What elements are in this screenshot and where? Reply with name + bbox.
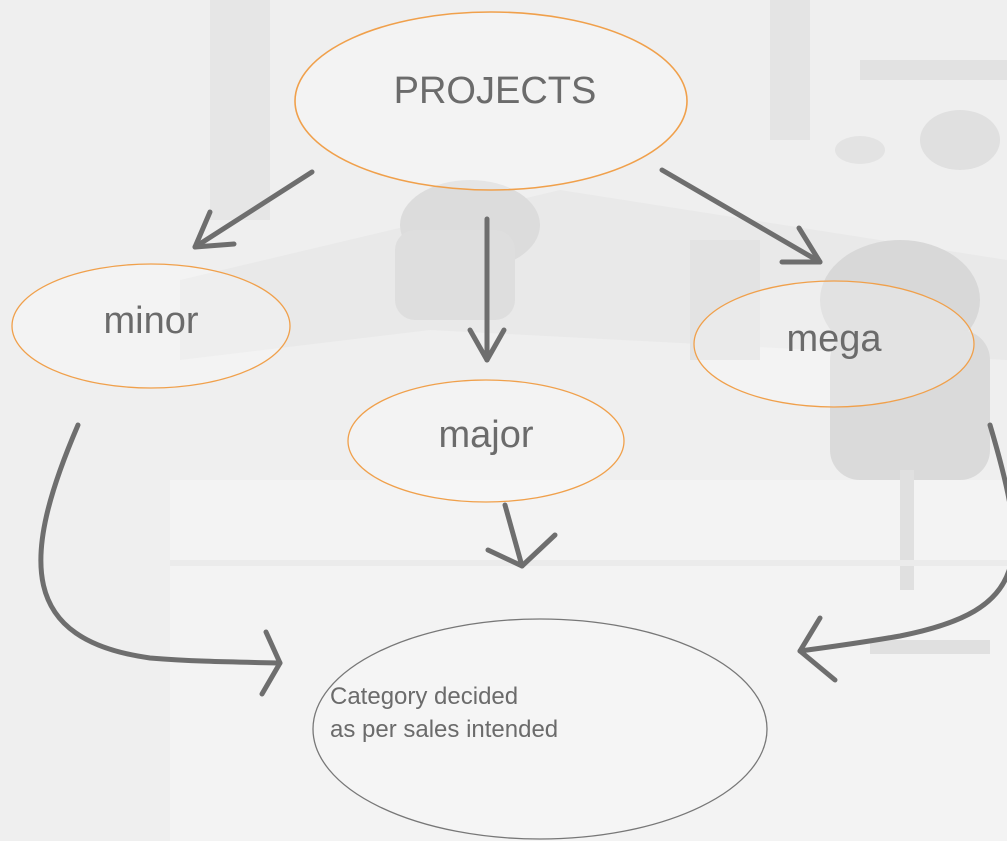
arrow-projects-to-mega <box>659 167 823 265</box>
major-label: major <box>438 414 534 456</box>
arrow-major-to-category <box>502 502 525 569</box>
arrow-minor-to-category <box>38 422 283 666</box>
minor-label: minor <box>103 300 199 342</box>
projects-node <box>294 11 688 191</box>
category-node <box>312 618 768 840</box>
arrowhead-mega-to-category <box>797 615 838 683</box>
arrow-mega-to-category <box>797 422 1007 654</box>
category-label-line1: Category decided <box>330 683 519 710</box>
mega-label: mega <box>786 318 882 360</box>
category-label-line2: as per sales intended <box>330 716 559 743</box>
mega-node <box>693 280 975 408</box>
arrowhead-minor-to-category <box>259 629 283 697</box>
arrowhead-projects-to-minor <box>192 209 237 250</box>
projects-label: PROJECTS <box>393 70 597 112</box>
arrowhead-major-to-category <box>485 532 558 569</box>
minor-node <box>11 263 291 389</box>
arrowhead-projects-to-major <box>467 327 507 363</box>
arrowhead-projects-to-mega <box>779 225 823 265</box>
category-label: Category decided as per sales intended <box>330 680 558 746</box>
major-node <box>347 379 625 503</box>
arrow-projects-to-minor <box>192 169 315 250</box>
